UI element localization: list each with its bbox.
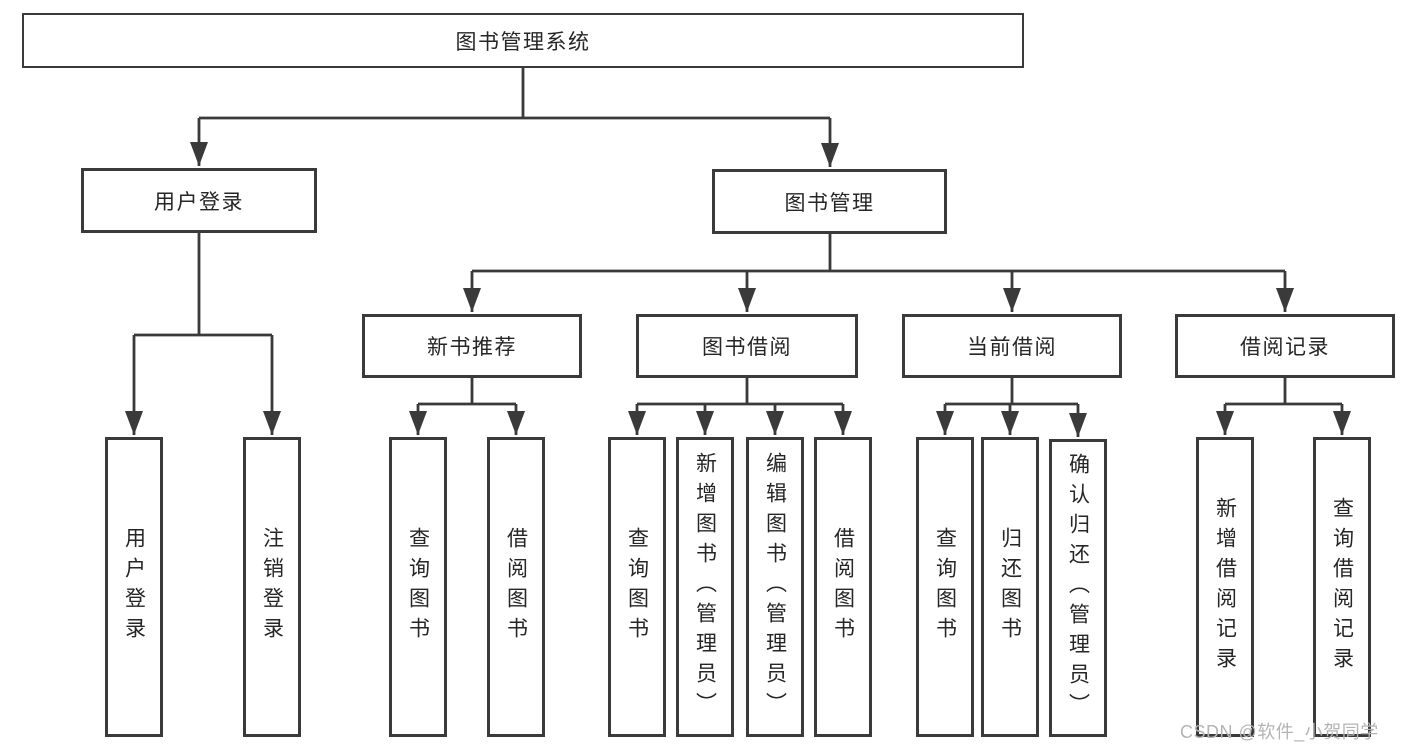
- node-label: 图书管理: [784, 191, 875, 215]
- node-label: 归还图书: [998, 527, 1022, 647]
- node-label: 注销登录: [260, 527, 284, 647]
- node-recommend-query-books: 查询图书: [389, 437, 447, 737]
- node-label: 借阅图书: [504, 527, 528, 647]
- node-logout: 注销登录: [243, 437, 301, 737]
- node-label: 借阅图书: [831, 527, 855, 647]
- node-query-borrow-record: 查询借阅记录: [1313, 437, 1371, 737]
- node-label: 确认归还（管理员）: [1066, 453, 1090, 723]
- node-current-query-books: 查询图书: [916, 437, 974, 737]
- node-user-login: 用户登录: [81, 168, 317, 233]
- node-recommend-borrow-books: 借阅图书: [487, 437, 545, 737]
- node-label: 图书管理系统: [455, 30, 591, 54]
- node-library-management-system: 图书管理系统: [22, 13, 1024, 68]
- node-borrowing-records: 借阅记录: [1175, 314, 1395, 378]
- node-label: 查询图书: [933, 527, 957, 647]
- node-book-borrowing: 图书借阅: [636, 314, 858, 378]
- node-current-borrowing: 当前借阅: [902, 314, 1122, 378]
- node-add-borrow-record: 新增借阅记录: [1196, 437, 1254, 737]
- node-label: 新增借阅记录: [1213, 497, 1237, 677]
- node-label: 借阅记录: [1240, 336, 1330, 359]
- node-label: 查询图书: [625, 527, 649, 647]
- node-confirm-return-admin: 确认归还（管理员）: [1049, 439, 1107, 737]
- node-book-management: 图书管理: [712, 169, 947, 234]
- node-label: 当前借阅: [967, 336, 1057, 359]
- node-label: 用户登录: [122, 527, 146, 647]
- node-new-book-recommendation: 新书推荐: [362, 314, 582, 378]
- node-label: 查询借阅记录: [1330, 497, 1354, 677]
- node-label: 用户登录: [154, 190, 244, 214]
- node-label: 新书推荐: [427, 336, 517, 359]
- node-borrow-books: 借阅图书: [814, 437, 872, 737]
- node-borrowing-query-books: 查询图书: [608, 437, 666, 737]
- csdn-watermark: CSDN @软件_小贺同学: [1180, 722, 1379, 742]
- node-label: 编辑图书（管理员）: [763, 452, 787, 722]
- node-label: 新增图书（管理员）: [693, 452, 717, 722]
- node-edit-books-admin: 编辑图书（管理员）: [746, 437, 804, 737]
- node-label: 图书借阅: [702, 336, 792, 359]
- node-label: 查询图书: [406, 527, 430, 647]
- node-user-login-leaf: 用户登录: [105, 437, 163, 737]
- node-return-books: 归还图书: [981, 437, 1039, 737]
- node-add-books-admin: 新增图书（管理员）: [676, 437, 734, 737]
